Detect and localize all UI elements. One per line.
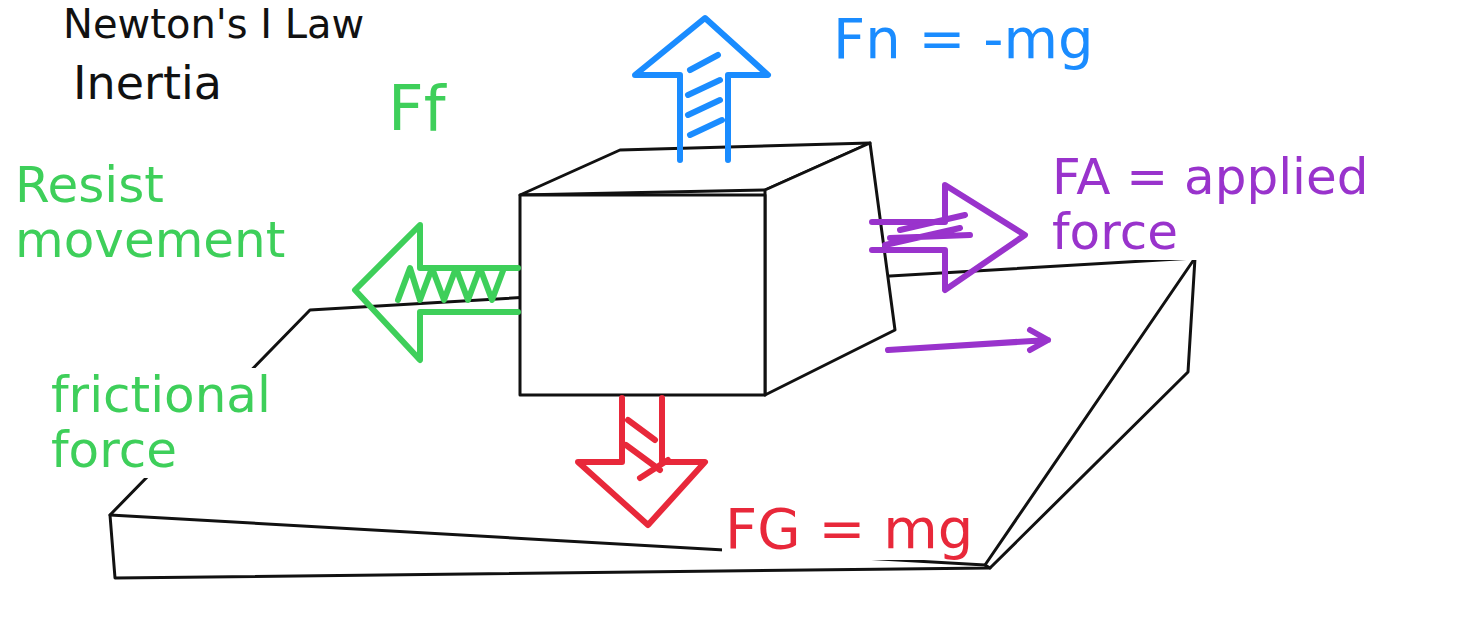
force-equation: FA = applied force (1049, 150, 1450, 260)
force-equation: FG = mg (722, 498, 976, 560)
topic-label: Inertia (70, 58, 225, 109)
platform-side (990, 258, 1195, 568)
force-note: Resist movement (12, 158, 348, 268)
page-title: Newton's I Law (60, 2, 367, 46)
force-equation: Fn = -mg (830, 8, 1097, 70)
gravity-force-arrow (578, 398, 705, 525)
force-name: frictional force (48, 368, 354, 478)
normal-force-arrow (635, 18, 768, 160)
block-front (520, 195, 765, 395)
friction-force-arrow (355, 225, 518, 360)
applied-force-arrow (872, 185, 1048, 350)
block-side (765, 143, 895, 395)
direction-arrow (888, 330, 1048, 350)
force-symbol: Ff (385, 75, 449, 143)
block (520, 143, 895, 395)
